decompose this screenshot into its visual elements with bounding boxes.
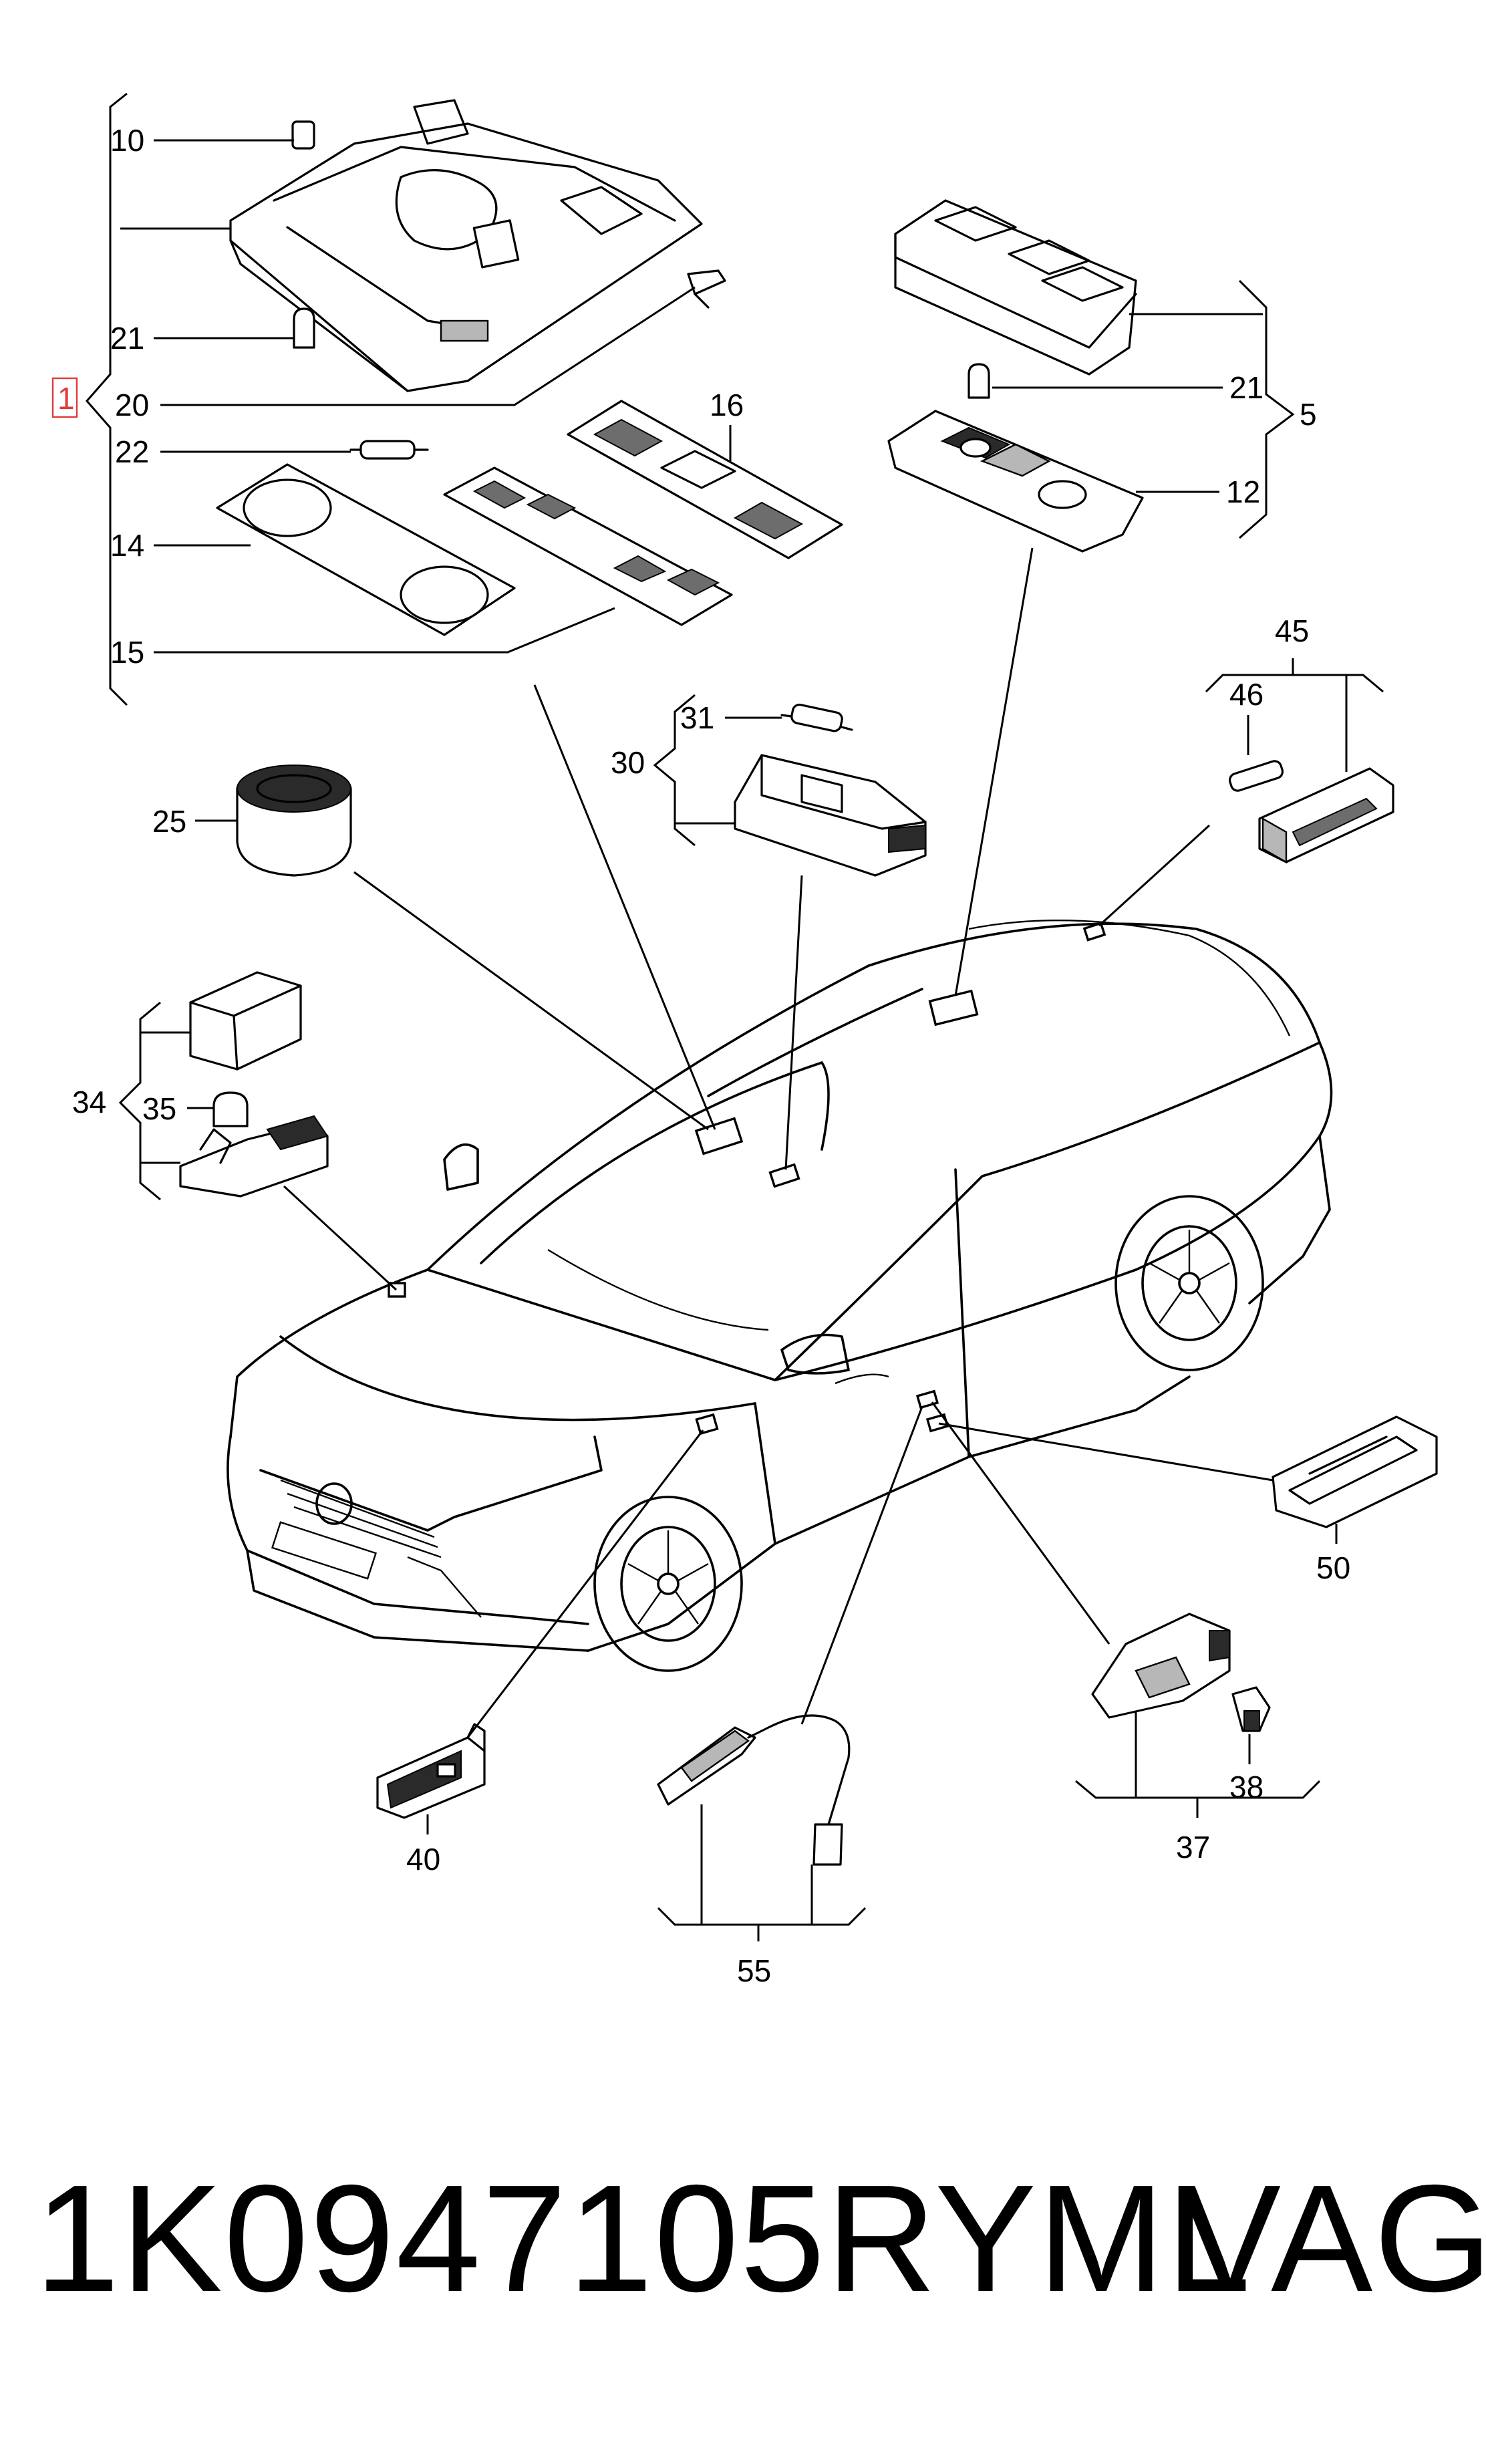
luggage-lamp-assembly xyxy=(1205,658,1394,864)
callout-5: 5 xyxy=(1300,397,1317,432)
callout-34: 34 xyxy=(72,1085,106,1119)
callout-35: 35 xyxy=(142,1091,176,1126)
footer: 1K0947105RYML VAG xyxy=(0,2159,1486,2319)
part-number: 1K0947105RYML xyxy=(35,2154,1252,2324)
marker-25 xyxy=(694,1117,744,1155)
marker-30 xyxy=(768,1163,800,1188)
callout-38: 38 xyxy=(1229,1770,1264,1804)
light-guide-55 xyxy=(657,1714,851,1866)
footwell-lamp-40 xyxy=(376,1723,486,1819)
callout-45: 45 xyxy=(1275,613,1309,648)
callout-10: 10 xyxy=(110,123,144,158)
callout-55: 55 xyxy=(737,1953,771,1988)
callout-1-box xyxy=(51,377,78,418)
knob-part-25 xyxy=(236,765,352,877)
callout-30: 30 xyxy=(611,745,645,780)
marker-40 xyxy=(695,1413,719,1435)
callout-15: 15 xyxy=(110,635,144,670)
marker-5 xyxy=(928,989,979,1026)
callout-31: 31 xyxy=(680,700,714,735)
callout-37: 37 xyxy=(1176,1830,1210,1865)
marker-50 xyxy=(925,1413,949,1433)
callout-22: 22 xyxy=(115,434,149,469)
callout-40: 40 xyxy=(406,1842,440,1877)
reading-lamp-assembly xyxy=(887,199,1144,553)
glovebox-lamp-assembly xyxy=(118,971,329,1201)
callout-21b: 21 xyxy=(1229,370,1264,405)
callout-20: 20 xyxy=(115,388,149,422)
door-lamp-assembly xyxy=(1091,1613,1271,1732)
car-outline xyxy=(227,919,1333,1672)
callout-46: 46 xyxy=(1229,677,1264,712)
marker-45 xyxy=(1082,922,1106,942)
overhead-console-assembly xyxy=(86,92,843,706)
callout-25: 25 xyxy=(152,804,186,839)
center-lamp-assembly xyxy=(653,694,927,877)
callout-50: 50 xyxy=(1316,1550,1350,1585)
callout-14: 14 xyxy=(110,528,144,563)
brand-label: VAG xyxy=(1179,2154,1486,2324)
callout-21: 21 xyxy=(110,321,144,356)
callout-12: 12 xyxy=(1226,474,1260,509)
callout-16: 16 xyxy=(710,388,744,422)
callout-1: 1 xyxy=(57,381,75,416)
door-handle-lamp-50 xyxy=(1272,1415,1438,1528)
